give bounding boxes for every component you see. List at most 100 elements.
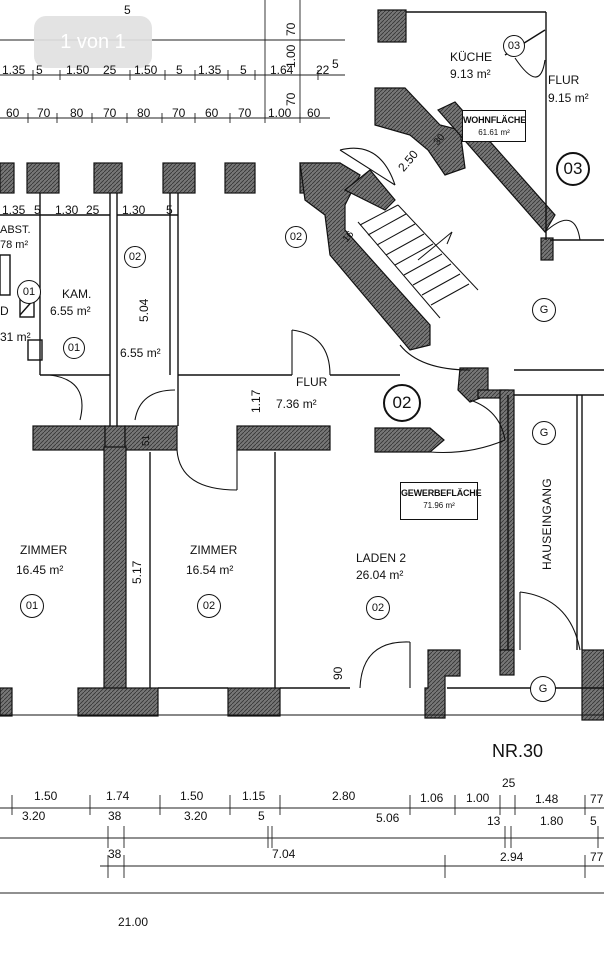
dim-row2-3: 25 <box>86 203 100 217</box>
room-flur-top-area: 9.15 m² <box>548 91 589 105</box>
dim-top-a-4: 1.50 <box>134 63 158 77</box>
dim-top-a-1: 5 <box>36 63 43 77</box>
dim-b3-1: 7.04 <box>272 847 296 861</box>
wohnflaeche-area: 61.61 m² <box>478 128 510 137</box>
dim-b2-1: 38 <box>108 809 122 823</box>
dim-top-b-0: 60 <box>6 106 20 120</box>
dim-b2-0: 3.20 <box>22 809 46 823</box>
room-kueche-name: KÜCHE <box>450 50 493 64</box>
unit-marker-02-large: 02 <box>383 384 421 422</box>
dim-b2-5: 13 <box>487 814 501 828</box>
dim-b3-0: 38 <box>108 847 122 861</box>
dim-b1-1: 1.74 <box>106 789 130 803</box>
common-marker-g-3: G <box>530 676 556 702</box>
dim-top-b-4: 80 <box>137 106 151 120</box>
dim-top-a-7: 5 <box>240 63 247 77</box>
unit-marker-02-c: 02 <box>197 594 221 618</box>
room-flur-top-name: FLUR <box>548 73 580 87</box>
dim-top-a-8: 1.64 <box>270 63 294 77</box>
dim-v-517: 5.17 <box>130 560 144 584</box>
dim-b1-8: 1.48 <box>535 792 559 806</box>
dim-b1-6: 1.00 <box>466 791 490 805</box>
unit-marker-02-b: 02 <box>124 246 146 268</box>
page-indicator: 1 von 1 <box>34 16 152 68</box>
dim-top-b-3: 70 <box>103 106 117 120</box>
dim-b3-2: 2.94 <box>500 850 524 864</box>
room-bad-area: 31 m² <box>0 330 31 344</box>
dim-row2-4: 1.30 <box>122 203 146 217</box>
room-abst-name: ABST. <box>0 224 31 236</box>
dim-v-504: 5.04 <box>137 298 151 322</box>
dim-b1-5: 1.06 <box>420 791 444 805</box>
dim-v-90: 90 <box>331 666 345 680</box>
dim-top-v-1: 1.00 <box>284 44 298 68</box>
unit-marker-01-c: 01 <box>20 594 44 618</box>
dim-v-51: 51 <box>141 434 152 446</box>
gewerbe-name: GEWERBEFLÄCHE <box>401 488 482 498</box>
unit-marker-01-b: 01 <box>63 337 85 359</box>
room-laden-name: LADEN 2 <box>356 551 407 565</box>
dim-top-b-8: 1.00 <box>268 106 292 120</box>
dim-row2-2: 1.30 <box>55 203 79 217</box>
dim-top-b-9: 60 <box>307 106 321 120</box>
dim-row2-5: 5 <box>166 203 173 217</box>
room-kam-area: 6.55 m² <box>50 304 91 318</box>
room-flur-mid-area: 7.36 m² <box>276 397 317 411</box>
common-marker-g-2: G <box>532 421 556 445</box>
dim-top-v-2: 70 <box>284 92 298 106</box>
room-zimmer1-area: 16.45 m² <box>16 563 64 577</box>
common-marker-g-1: G <box>532 298 556 322</box>
dim-b1-4: 2.80 <box>332 789 356 803</box>
room-zimmer2-name: ZIMMER <box>190 543 238 557</box>
dim-top-a-2: 1.50 <box>66 63 90 77</box>
gewerbe-box: GEWERBEFLÄCHE 71.96 m² <box>400 482 482 520</box>
room-laden-area: 26.04 m² <box>356 568 404 582</box>
room-kam-name: KAM. <box>62 287 92 301</box>
wohnflaeche-name: WOHNFLÄCHE <box>463 115 526 125</box>
gewerbe-area: 71.96 m² <box>423 501 455 510</box>
dim-top-v-0: 70 <box>284 22 298 36</box>
room-bad-name: D <box>0 304 9 318</box>
partitions <box>0 11 604 716</box>
dim-top-a-6: 1.35 <box>198 63 222 77</box>
dim-row2-1: 5 <box>34 203 41 217</box>
dim-top-a-5: 5 <box>176 63 183 77</box>
room-zimmer2-area: 16.54 m² <box>186 563 234 577</box>
dim-v-117: 1.17 <box>249 389 263 413</box>
room-flur-mid-name: FLUR <box>296 375 328 389</box>
room-zimmer1-name: ZIMMER <box>20 543 68 557</box>
dim-b4-total: 21.00 <box>118 915 149 929</box>
dim-top-a-9: 22 <box>316 63 330 77</box>
unit-marker-03-large: 03 <box>556 152 590 186</box>
dim-top-b-5: 70 <box>172 106 186 120</box>
dim-top-b-6: 60 <box>205 106 219 120</box>
unit-marker-03-small: 03 <box>503 35 525 57</box>
dim-b1-3: 1.15 <box>242 789 266 803</box>
dim-b2-3: 5 <box>258 809 265 823</box>
bottom-dimension-lines <box>0 795 604 894</box>
dim-b1-2: 1.50 <box>180 789 204 803</box>
dim-top-b-2: 80 <box>70 106 84 120</box>
hauseingang-label: HAUSEINGANG <box>540 478 554 570</box>
dim-b2-2: 3.20 <box>184 809 208 823</box>
room-kueche-area: 9.13 m² <box>450 67 491 81</box>
dim-top-b-1: 70 <box>37 106 51 120</box>
dim-b3-3: 77 <box>590 850 604 864</box>
dim-top-a-3: 25 <box>103 63 117 77</box>
room-abst-area: 78 m² <box>0 239 29 251</box>
wohnflaeche-box: WOHNFLÄCHE 61.61 m² <box>462 110 526 142</box>
unit-marker-02-d: 02 <box>366 596 390 620</box>
dim-b1-9: 77 <box>590 792 604 806</box>
dim-top-a-10: 5 <box>332 57 339 71</box>
street-number: NR.30 <box>492 741 544 761</box>
dim-b1-7: 25 <box>502 776 516 790</box>
room-kam2-area: 6.55 m² <box>120 346 161 360</box>
dim-b2-4: 5.06 <box>376 811 400 825</box>
dim-b2-6: 1.80 <box>540 814 564 828</box>
dim-top-a-0: 1.35 <box>2 63 26 77</box>
dim-b2-7: 5 <box>590 814 597 828</box>
dim-top-b-7: 70 <box>238 106 252 120</box>
dim-b1-0: 1.50 <box>34 789 58 803</box>
dim-row2-0: 1.35 <box>2 203 26 217</box>
dim-top-num: 5 <box>124 3 131 17</box>
